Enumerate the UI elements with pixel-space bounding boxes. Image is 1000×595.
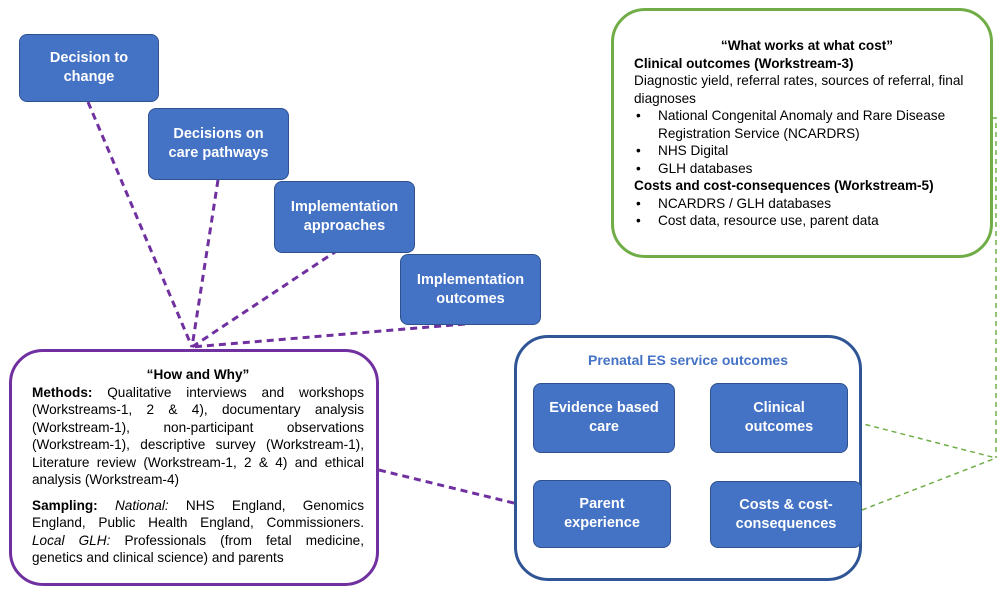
methods-paragraph: Methods: Qualitative interviews and work…: [32, 384, 364, 489]
list-item: Cost data, resource use, parent data: [634, 212, 980, 230]
sampling-local-text: Professionals (from fetal medicine, gene…: [32, 532, 364, 566]
costs-heading: Costs and cost-consequences (Workstream-…: [634, 178, 934, 193]
decision-to-change-box: Decision to change: [19, 34, 159, 102]
purple-dashed-links: [86, 101, 535, 510]
list-item: NCARDRS / GLH databases: [634, 195, 980, 213]
implementation-outcomes-box: Implementation outcomes: [400, 254, 541, 325]
costs-sources-list: NCARDRS / GLH databases Cost data, resou…: [634, 195, 980, 230]
list-item: GLH databases: [634, 160, 980, 178]
sampling-local-label: Local GLH:: [32, 532, 111, 548]
green-dashed-links: [847, 117, 997, 511]
care-pathways-label: Decisions on care pathways: [168, 126, 269, 161]
costs-consequences-label: Costs & cost- consequences: [735, 496, 837, 532]
sampling-paragraph: Sampling: National: NHS England, Genomic…: [32, 497, 364, 567]
costs-consequences-box: Costs & cost- consequences: [710, 481, 862, 548]
evidence-based-care-label: Evidence based care: [549, 400, 659, 435]
clinical-sources-list: National Congenital Anomaly and Rare Dis…: [634, 107, 980, 177]
what-works-panel: “What works at what cost” Clinical outco…: [611, 8, 993, 258]
parent-experience-label: Parent experience: [564, 496, 640, 531]
decision-to-change-label: Decision to change: [49, 50, 129, 85]
sampling-national-text: NHS England, Genomics England, Public He…: [32, 497, 364, 531]
implementation-approaches-label: Implementation approaches: [290, 199, 399, 234]
evidence-based-care-box: Evidence based care: [533, 383, 675, 453]
what-works-title: “What works at what cost”: [720, 38, 894, 53]
service-outcomes-title: Prenatal ES service outcomes: [588, 352, 788, 368]
sampling-national-label: National:: [114, 497, 169, 513]
how-and-why-title: “How and Why”: [146, 367, 250, 382]
methods-label: Methods:: [32, 384, 93, 400]
clinical-outcomes-label: Clinical outcomes: [744, 400, 814, 435]
clinical-outcomes-heading: Clinical outcomes (Workstream-3): [634, 55, 854, 71]
list-item: NHS Digital: [634, 142, 980, 160]
how-and-why-panel: “How and Why” Methods: Qualitative inter…: [9, 349, 379, 586]
care-pathways-box: Decisions on care pathways: [148, 108, 289, 180]
implementation-approaches-box: Implementation approaches: [274, 181, 415, 253]
service-outcomes-panel: Prenatal ES service outcomes: [514, 335, 862, 581]
sampling-label: Sampling:: [32, 497, 98, 513]
clinical-outcomes-text: Diagnostic yield, referral rates, source…: [634, 73, 964, 106]
methods-text: Qualitative interviews and workshops (Wo…: [32, 384, 364, 488]
list-item: National Congenital Anomaly and Rare Dis…: [634, 107, 980, 142]
implementation-outcomes-label: Implementation outcomes: [416, 271, 525, 307]
parent-experience-box: Parent experience: [533, 480, 671, 548]
clinical-outcomes-box: Clinical outcomes: [710, 383, 848, 453]
